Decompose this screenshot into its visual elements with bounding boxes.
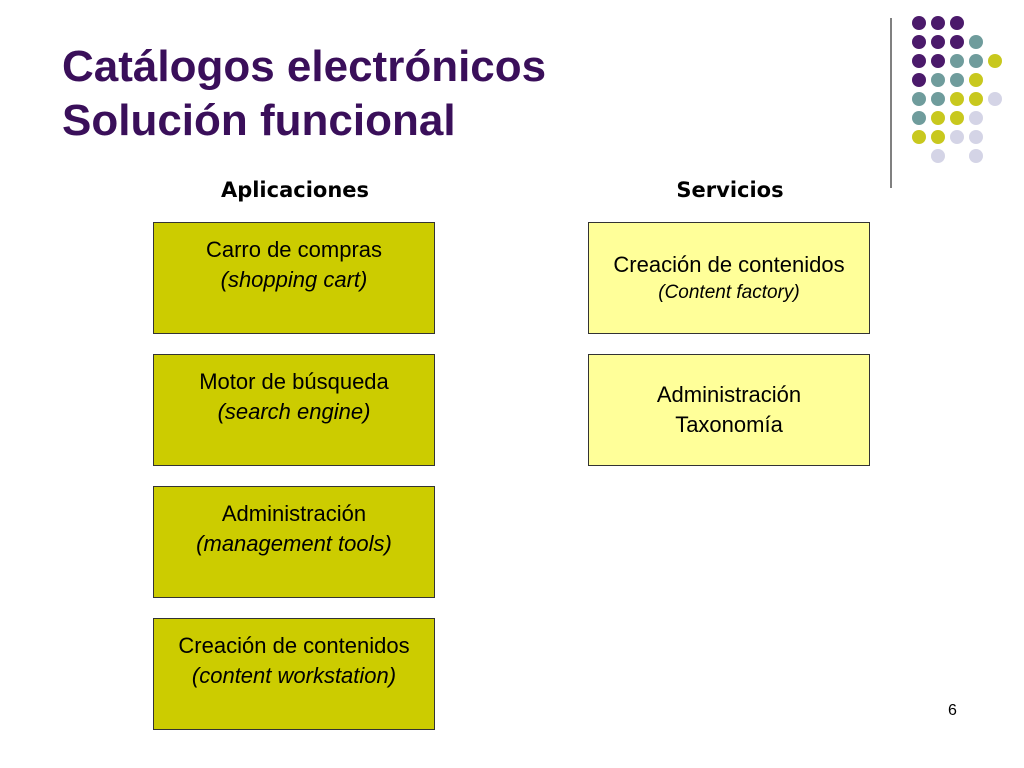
dot [969,54,983,68]
dot [969,73,983,87]
applications-header: Aplicaciones [220,178,370,202]
app-box-title: Carro de compras [205,237,383,262]
app-box-title: Creación de contenidos [178,633,410,658]
dot [969,92,983,106]
dot [931,35,945,49]
dot [912,92,926,106]
dot [969,111,983,125]
decorative-dot-grid [904,14,1014,174]
service-box-title: Creación de contenidos [613,252,845,277]
service-box-content-factory: Creación de contenidos (Content factory) [588,222,870,334]
dot [969,149,983,163]
app-box-title: Motor de búsqueda [199,369,389,394]
service-box-taxonomy: Administración Taxonomía [588,354,870,466]
dot [912,35,926,49]
dot [931,130,945,144]
app-box-subtitle: (management tools) [196,531,392,556]
dot [931,54,945,68]
dot [950,92,964,106]
slide-title: Catálogos electrónicos Solución funciona… [62,40,546,148]
service-box-subtitle: (Content factory) [658,282,800,303]
vertical-divider [890,18,892,188]
app-box-search-engine: Motor de búsqueda (search engine) [153,354,435,466]
dot [950,16,964,30]
dot [912,16,926,30]
service-box-title: Administración [656,382,802,407]
dot [988,92,1002,106]
app-box-subtitle: (search engine) [217,399,371,424]
dot [931,92,945,106]
app-box-title: Administración [221,501,367,526]
dot [950,111,964,125]
dot [950,73,964,87]
dot [931,111,945,125]
app-box-content-workstation: Creación de contenidos (content workstat… [153,618,435,730]
dot [912,130,926,144]
page-number: 6 [948,702,957,719]
dot [950,54,964,68]
title-line-1: Catálogos electrónicos [62,42,547,91]
app-box-shopping-cart: Carro de compras (shopping cart) [153,222,435,334]
services-header: Servicios [676,178,784,202]
dot [912,73,926,87]
dot [931,16,945,30]
dot [950,35,964,49]
dot [931,149,945,163]
service-box-subtitle: Taxonomía [675,412,783,437]
dot [912,111,926,125]
app-box-management-tools: Administración (management tools) [153,486,435,598]
title-line-2: Solución funcional [62,96,456,145]
app-box-subtitle: (shopping cart) [220,267,368,292]
dot [969,35,983,49]
dot [969,130,983,144]
dot [931,73,945,87]
dot [950,130,964,144]
app-box-subtitle: (content workstation) [191,663,397,688]
dot [912,54,926,68]
dot [988,54,1002,68]
